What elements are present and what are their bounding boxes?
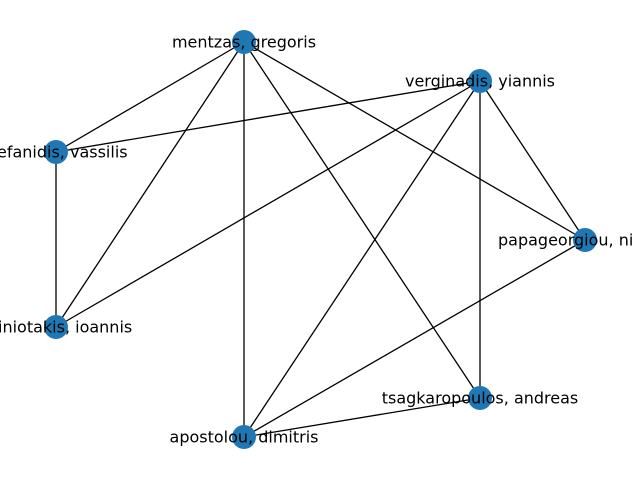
node-verginadis: [468, 69, 492, 93]
node-label-mentzas: mentzas, gregoris: [172, 33, 316, 52]
node-label-patiniotakis: iniotakis, ioannis: [0, 318, 132, 337]
edge-verginadis-papageorgiou: [479, 80, 586, 241]
labels-layer: mentzas, gregoris verginadis, yiannis efan…: [0, 33, 633, 447]
edge-verginadis-patiniotakis: [55, 80, 481, 328]
node-patiniotakis: [44, 315, 68, 339]
edge-apostolou-tsagkaropoulos: [243, 397, 481, 438]
edge-mentzas-patiniotakis: [55, 41, 245, 328]
edges-layer: [55, 41, 586, 438]
node-papageorgiou: [573, 228, 597, 252]
node-stefanidis: [44, 140, 68, 164]
node-tsagkaropoulos: [468, 386, 492, 410]
node-apostolou: [232, 425, 256, 449]
node-label-apostolou: apostolou, dimitris: [170, 428, 319, 447]
edge-mentzas-tsagkaropoulos: [243, 41, 481, 399]
node-label-tsagkaropoulos: tsagkaropoulos, andreas: [382, 389, 579, 408]
edge-papageorgiou-apostolou: [243, 239, 586, 438]
edge-verginadis-stefanidis: [55, 80, 481, 153]
edge-mentzas-stefanidis: [55, 41, 245, 153]
node-label-verginadis: verginadis, yiannis: [405, 72, 555, 91]
node-mentzas: [232, 30, 256, 54]
edge-mentzas-papageorgiou: [243, 41, 586, 241]
nodes-layer: [44, 30, 597, 449]
node-label-papageorgiou: papageorgiou, ni: [498, 231, 633, 250]
edge-verginadis-apostolou: [243, 80, 481, 438]
node-label-stefanidis: efanidis, vassilis: [0, 143, 128, 162]
